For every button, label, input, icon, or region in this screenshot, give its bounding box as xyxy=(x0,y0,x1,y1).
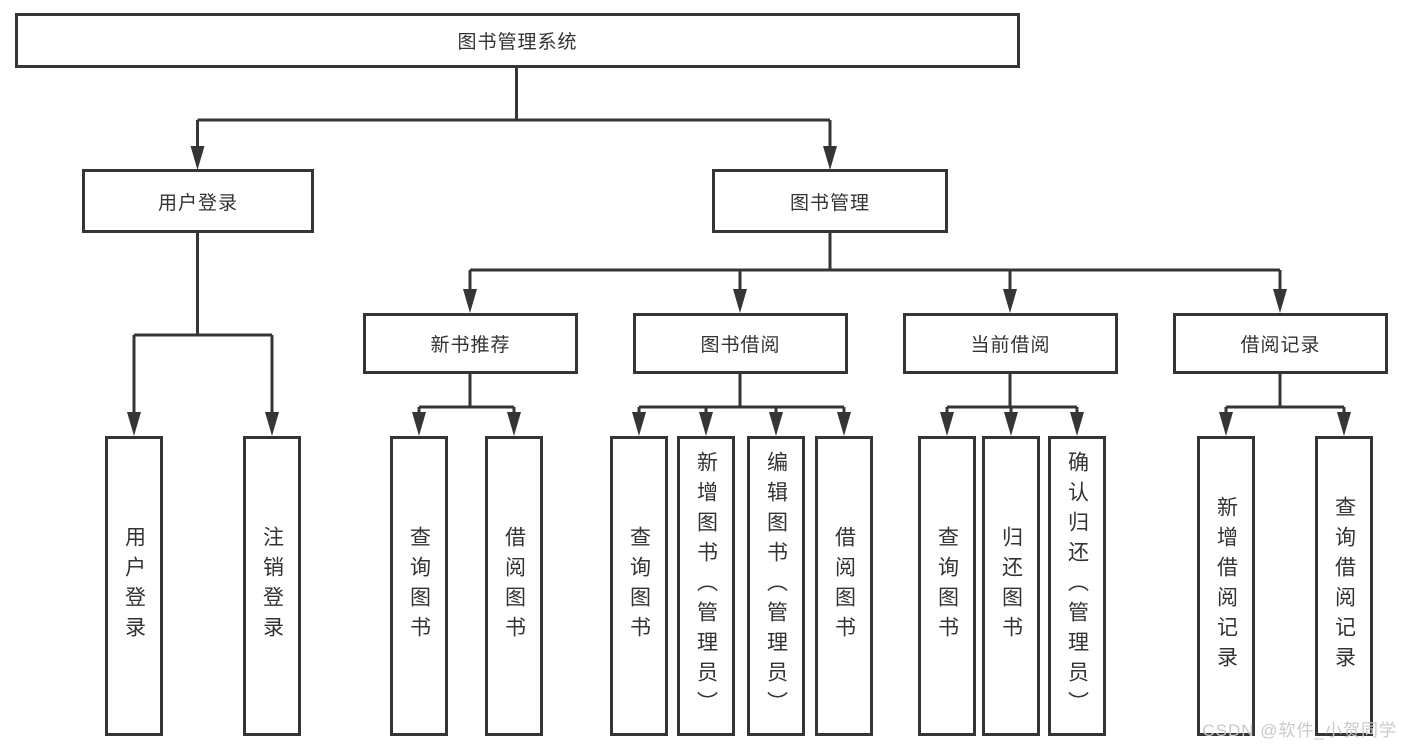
connector-new-book-recommend-to-leaves xyxy=(412,374,521,436)
leaf-bb-add-books-admin-label: 新增图书（管理员） xyxy=(694,451,718,721)
node-book-borrow: 图书借阅 xyxy=(633,313,848,374)
leaf-cb-confirm-return-admin-label: 确认归还（管理员） xyxy=(1065,451,1089,721)
leaf-bb-borrow-books: 借阅图书 xyxy=(815,436,873,736)
leaf-bb-borrow-books-label: 借阅图书 xyxy=(832,526,856,646)
node-root: 图书管理系统 xyxy=(15,13,1020,68)
connector-root-to-level2 xyxy=(190,68,837,170)
node-user-login-label: 用户登录 xyxy=(157,192,238,214)
node-book-management-label: 图书管理 xyxy=(789,192,870,214)
leaf-nbr-query-books-label: 查询图书 xyxy=(407,526,431,646)
leaf-br-query-record: 查询借阅记录 xyxy=(1315,436,1373,736)
leaf-bb-query-books: 查询图书 xyxy=(610,436,668,736)
leaf-cb-query-books: 查询图书 xyxy=(918,436,976,736)
leaf-bb-add-books-admin: 新增图书（管理员） xyxy=(677,436,735,736)
leaf-bb-query-books-label: 查询图书 xyxy=(627,526,651,646)
leaf-cb-query-books-label: 查询图书 xyxy=(935,526,959,646)
connector-current-borrow-to-leaves xyxy=(940,374,1084,436)
leaf-logout: 注销登录 xyxy=(243,436,301,736)
node-user-login: 用户登录 xyxy=(82,169,314,233)
node-borrow-records: 借阅记录 xyxy=(1173,313,1388,374)
leaf-br-add-record: 新增借阅记录 xyxy=(1197,436,1255,736)
node-current-borrow: 当前借阅 xyxy=(903,313,1118,374)
leaf-cb-return-books: 归还图书 xyxy=(982,436,1040,736)
leaf-nbr-borrow-books-label: 借阅图书 xyxy=(502,526,526,646)
leaf-br-query-record-label: 查询借阅记录 xyxy=(1332,496,1356,676)
node-root-label: 图书管理系统 xyxy=(457,32,578,53)
connector-book-borrow-to-leaves xyxy=(632,374,851,436)
csdn-watermark: CSDN @软件_小贺同学 xyxy=(1202,721,1397,740)
leaf-logout-label: 注销登录 xyxy=(260,526,284,646)
node-new-book-recommend: 新书推荐 xyxy=(363,313,578,374)
connector-book-management-to-level3 xyxy=(463,233,1287,313)
leaf-cb-confirm-return-admin: 确认归还（管理员） xyxy=(1048,436,1106,736)
leaf-br-add-record-label: 新增借阅记录 xyxy=(1214,496,1238,676)
leaf-nbr-borrow-books: 借阅图书 xyxy=(485,436,543,736)
node-new-book-recommend-label: 新书推荐 xyxy=(430,335,511,356)
connector-user-login-to-leaves xyxy=(127,233,279,436)
node-book-management: 图书管理 xyxy=(712,169,948,233)
leaf-cb-return-books-label: 归还图书 xyxy=(999,526,1023,646)
leaf-bb-edit-books-admin-label: 编辑图书（管理员） xyxy=(764,451,788,721)
leaf-nbr-query-books: 查询图书 xyxy=(390,436,448,736)
node-book-borrow-label: 图书借阅 xyxy=(700,335,781,356)
leaf-user-login-label: 用户登录 xyxy=(122,526,146,646)
leaf-bb-edit-books-admin: 编辑图书（管理员） xyxy=(747,436,805,736)
leaf-user-login: 用户登录 xyxy=(105,436,163,736)
connector-borrow-records-to-leaves xyxy=(1219,374,1351,436)
node-current-borrow-label: 当前借阅 xyxy=(970,335,1051,356)
node-borrow-records-label: 借阅记录 xyxy=(1240,335,1321,356)
